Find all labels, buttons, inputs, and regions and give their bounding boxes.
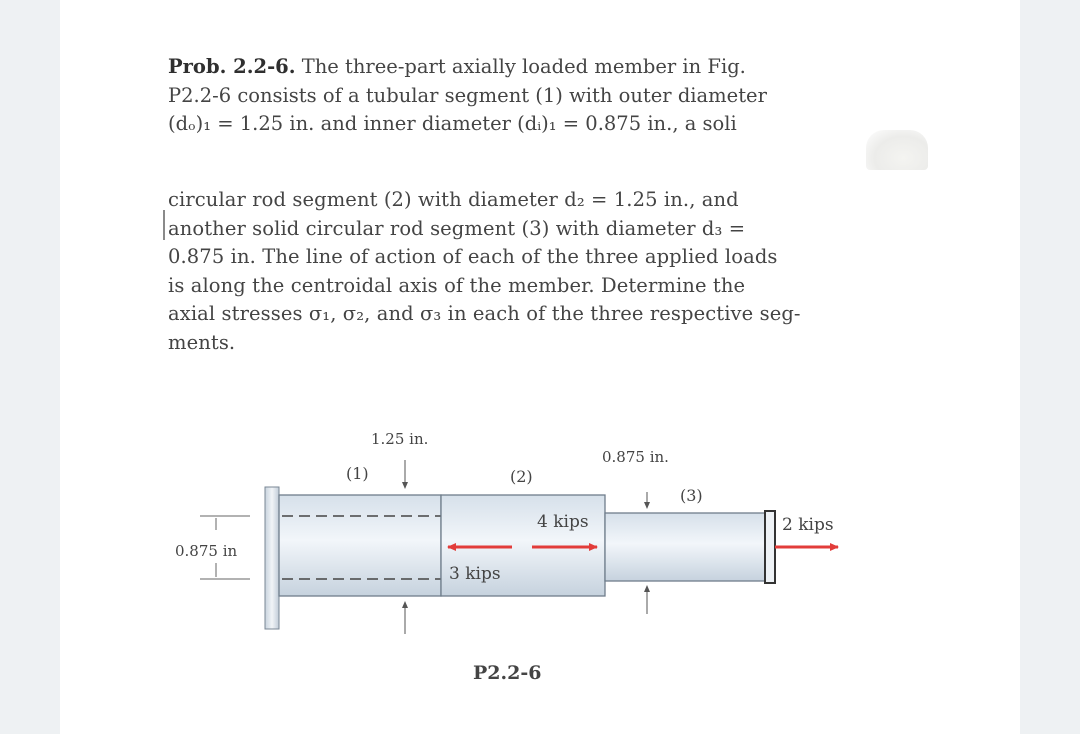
text-fragment: The three-part axially loaded member in … <box>295 55 746 78</box>
end-plate <box>764 510 776 584</box>
segment-3-rod <box>604 512 766 582</box>
document-page: Prob. 2.2-6. The three-part axially load… <box>60 0 1020 734</box>
load-label-4-kips: 4 kips <box>537 512 589 532</box>
dimension-label-left: 0.875 in <box>175 542 238 560</box>
text-line: 0.875 in. The line of action of each of … <box>168 245 778 268</box>
text-line: P2.2-6 consists of a tubular segment (1)… <box>168 83 767 107</box>
segment-1-label: (1) <box>346 464 369 483</box>
figure-caption: P2.2-6 <box>473 662 541 684</box>
problem-heading: Prob. 2.2-6. <box>168 55 296 78</box>
text-line: is along the centroidal axis of the memb… <box>168 273 746 297</box>
text-line: axial stresses σ₁, σ₂, and σ₃ in each of… <box>168 302 801 325</box>
dimension-label-top-right: 0.875 in. <box>602 448 669 466</box>
problem-paragraph-1: Prob. 2.2-6. The three-part axially load… <box>168 53 868 139</box>
text-line: (dₒ)₁ = 1.25 in. and inner diameter (dᵢ)… <box>168 112 737 135</box>
segment-2-label: (2) <box>510 467 533 486</box>
text-line: another solid circular rod segment (3) w… <box>168 216 746 240</box>
finger-smudge <box>866 130 928 170</box>
fixed-wall <box>264 486 280 630</box>
load-label-2-kips: 2 kips <box>782 515 834 535</box>
margin-mark <box>163 210 165 240</box>
dimension-label-top-left: 1.25 in. <box>371 430 428 448</box>
text-line: ments. <box>168 330 236 354</box>
segment-1-tube <box>278 494 442 597</box>
text-line: circular rod segment (2) with diameter d… <box>168 188 739 211</box>
problem-paragraph-2: circular rod segment (2) with diameter d… <box>168 186 868 357</box>
load-label-3-kips: 3 kips <box>449 564 501 584</box>
segment-2-rod <box>440 494 606 597</box>
segment-3-label: (3) <box>680 486 703 505</box>
text-line: Prob. 2.2-6. The three-part axially load… <box>168 53 868 82</box>
